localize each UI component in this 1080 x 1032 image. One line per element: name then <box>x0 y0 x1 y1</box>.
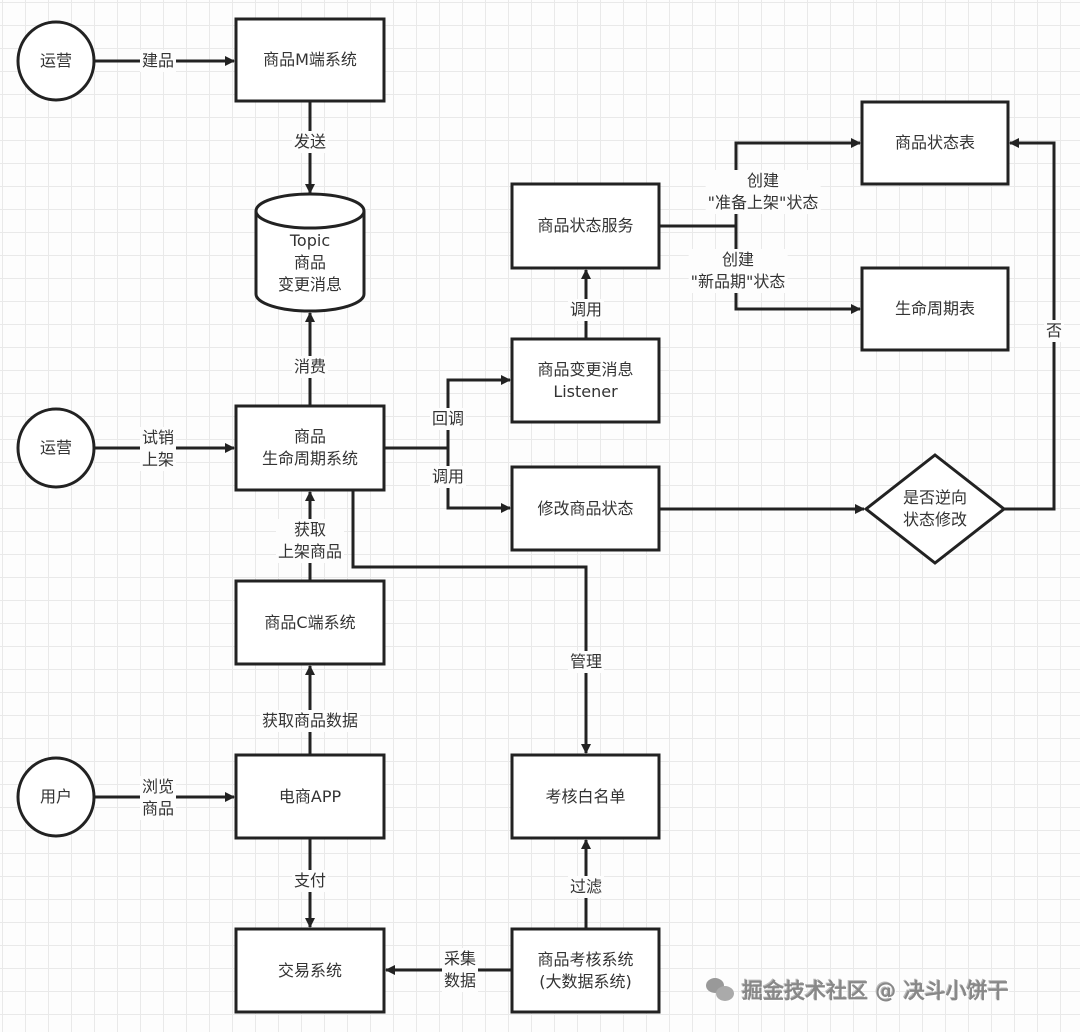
decision-diamond[interactable] <box>863 453 1007 565</box>
lifecycle-system-label: 商品 生命周期系统 <box>261 427 358 468</box>
edge-label-send: 发送 <box>291 131 329 153</box>
status-table-label: 商品状态表 <box>894 133 975 152</box>
c-system-label: 商品C端系统 <box>264 612 356 632</box>
wechat-icon <box>706 978 734 1002</box>
operator-circle-2[interactable] <box>16 407 96 489</box>
trade-system-box[interactable] <box>234 927 386 1014</box>
lifecycle-table-box[interactable] <box>860 266 1010 352</box>
status-table-box[interactable] <box>860 100 1010 186</box>
lifecycle-system-box[interactable] <box>234 404 386 492</box>
edge-label-trial: 试销 上架 <box>139 427 177 471</box>
audit-system-box[interactable] <box>510 927 661 1014</box>
lifecycle-table-label: 生命周期表 <box>894 299 975 318</box>
m-system-box[interactable] <box>234 17 386 103</box>
edge-label-manage: 管理 <box>567 651 605 673</box>
edge-label-filter: 过滤 <box>567 876 605 898</box>
edge-label-consume: 消费 <box>291 356 329 378</box>
edge-label-create-ready: 创建 "准备上架"状态 <box>705 170 821 214</box>
edge-label-fetch: 获取 上架商品 <box>275 519 345 563</box>
edge-label-build: 建品 <box>139 50 177 72</box>
operator-circle-1[interactable] <box>16 20 96 102</box>
topic-label: Topic 商品 变更消息 <box>277 231 342 294</box>
m-system-label: 商品M端系统 <box>263 50 357 69</box>
edge-label-invoke-service: 调用 <box>567 299 605 321</box>
status-service-box[interactable] <box>510 182 661 270</box>
modify-status-label: 修改商品状态 <box>537 498 634 518</box>
listener-label: 商品变更消息 Listener <box>537 359 634 401</box>
app-label: 电商APP <box>278 786 342 806</box>
edge-label-no: 否 <box>1043 320 1065 342</box>
decision-label: 是否逆向 状态修改 <box>902 488 967 529</box>
edge-label-invoke-modify: 调用 <box>429 466 467 488</box>
edge-label-callback: 回调 <box>429 408 467 430</box>
whitelist-box[interactable] <box>510 753 661 840</box>
edge-label-pay: 支付 <box>291 870 329 892</box>
edge-label-collect: 采集 数据 <box>441 948 479 992</box>
audit-system-label: 商品考核系统 (大数据系统) <box>537 949 634 991</box>
status-service-label: 商品状态服务 <box>537 216 634 235</box>
topic-cylinder-top <box>254 210 366 230</box>
edge-label-fetch-data: 获取商品数据 <box>259 710 361 732</box>
edge-label-browse: 浏览 商品 <box>139 776 177 820</box>
topic-cylinder[interactable] <box>254 192 366 313</box>
operator-label-1: 运营 <box>39 51 72 70</box>
user-circle[interactable] <box>16 756 96 838</box>
operator-label-2: 运营 <box>39 438 72 457</box>
whitelist-label: 考核白名单 <box>545 786 626 806</box>
user-label: 用户 <box>39 787 72 806</box>
edge-label-create-new: 创建 "新品期"状态 <box>688 249 788 293</box>
watermark: 掘金技术社区 @ 决斗小饼干 <box>706 975 1009 1005</box>
trade-system-label: 交易系统 <box>277 960 342 980</box>
